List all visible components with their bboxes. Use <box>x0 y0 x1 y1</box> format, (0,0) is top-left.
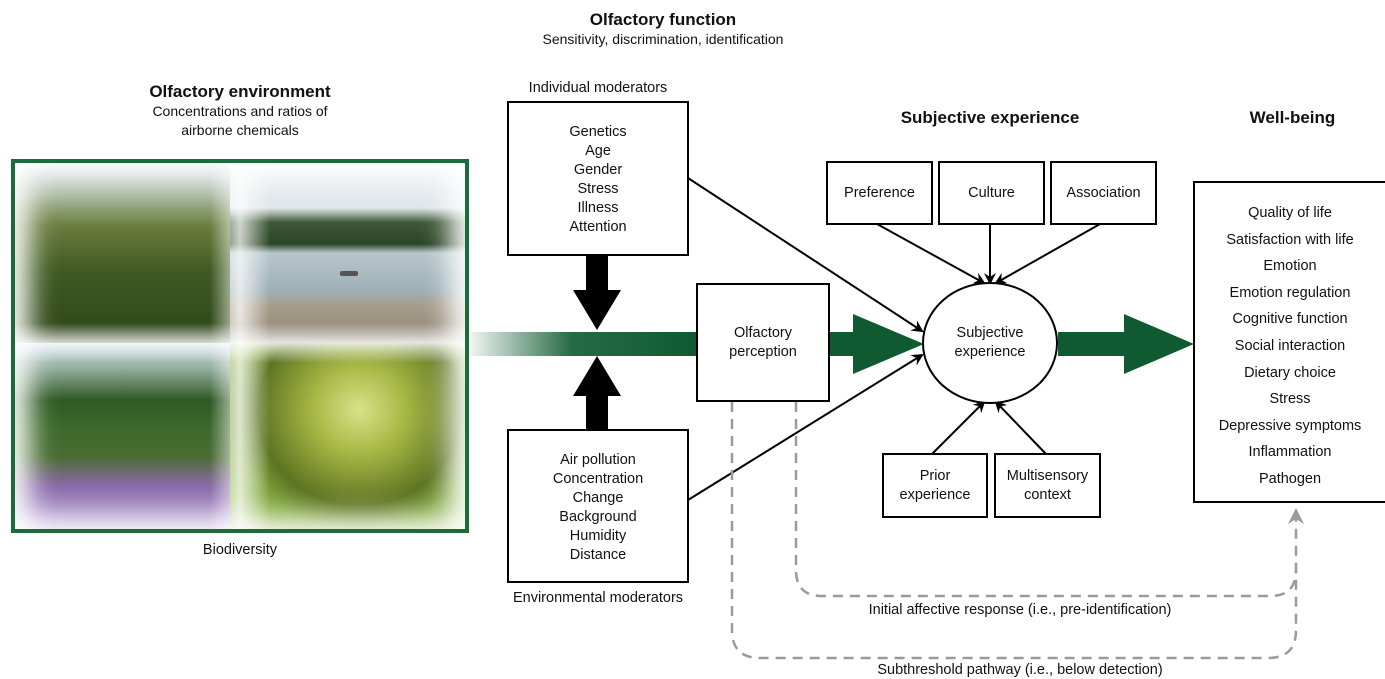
association-box: Association <box>1050 161 1157 225</box>
preference-to-node-line <box>876 223 986 284</box>
multi-line1: Multisensory <box>1006 467 1089 484</box>
preference-box: Preference <box>826 161 933 225</box>
biodiversity-caption: Biodiversity <box>202 542 278 558</box>
initial-affective-label: Initial affective response (i.e., pre-id… <box>868 602 1172 618</box>
environment-to-perception-band <box>469 332 697 356</box>
association-to-node-line <box>994 223 1101 284</box>
list-item: Cognitive function <box>1232 311 1348 328</box>
subjective-experience-node <box>922 282 1058 404</box>
individual-moderators-label: Individual moderators <box>528 80 668 96</box>
list-item: Stress <box>577 181 619 197</box>
prior-line1: Prior <box>919 467 951 484</box>
environmental-moderators-box: Air pollution Concentration Change Backg… <box>507 429 689 583</box>
list-item: Air pollution <box>560 452 636 468</box>
meadow-photo <box>15 343 245 529</box>
wellbeing-list: Quality of life Satisfaction with life E… <box>1195 200 1385 493</box>
environmental-moderators-label: Environmental moderators <box>512 590 684 606</box>
olfactory-perception-box: Olfactory perception <box>696 283 830 402</box>
list-item: Age <box>585 143 611 159</box>
subjective-to-wellbeing-arrow <box>1058 314 1194 374</box>
environment-title: Olfactory environment <box>149 82 331 101</box>
list-item: Social interaction <box>1234 337 1346 354</box>
environment-subtitle-line2: airborne chemicals <box>181 122 299 138</box>
list-item: Quality of life <box>1248 205 1332 221</box>
environmental-moderators-list: Air pollution Concentration Change Backg… <box>509 451 687 565</box>
preference-label: Preference <box>844 184 915 201</box>
list-item: Dietary choice <box>1244 364 1336 381</box>
list-item: Background <box>559 509 637 525</box>
list-item: Attention <box>569 219 627 235</box>
list-item: Humidity <box>569 528 627 544</box>
list-item: Inflammation <box>1248 444 1332 461</box>
subthreshold-pathway <box>730 402 1304 660</box>
association-label: Association <box>1066 184 1141 201</box>
multi-line2: context <box>1024 486 1071 503</box>
wellbeing-box: Quality of life Satisfaction with life E… <box>1193 181 1385 503</box>
environment-header: Olfactory environment Concentrations and… <box>90 82 390 140</box>
subjective-node-label: Subjective experience <box>930 316 1050 370</box>
individual-moderators-list: Genetics Age Gender Stress Illness Atten… <box>509 123 687 237</box>
subjective-node-line1: Subjective <box>956 325 1024 341</box>
landscape-photo-collage <box>11 159 469 533</box>
environmental-moderators-up-arrow <box>573 356 621 430</box>
environment-subtitle-line1: Concentrations and ratios of <box>152 103 328 119</box>
function-title: Olfactory function <box>589 10 737 29</box>
list-item: Depressive symptoms <box>1218 417 1362 434</box>
culture-label: Culture <box>968 184 1015 201</box>
forest-mountain-photo <box>15 163 245 343</box>
subthreshold-label: Subthreshold pathway (i.e., below detect… <box>877 662 1163 678</box>
collage-fade-horizontal <box>15 323 465 363</box>
list-item: Satisfaction with life <box>1226 231 1354 248</box>
environmental-to-subjective-line <box>687 353 924 501</box>
list-item: Pathogen <box>1258 470 1322 487</box>
list-item: Gender <box>573 162 623 178</box>
list-item: Emotion <box>1263 258 1317 275</box>
wellbeing-title: Well-being <box>1249 108 1336 127</box>
collage-fade-edges <box>15 163 465 529</box>
list-item: Emotion regulation <box>1229 284 1351 301</box>
prior-experience-box: Prior experience <box>882 453 988 518</box>
list-item: Genetics <box>569 124 627 140</box>
function-header: Olfactory function Sensitivity, discrimi… <box>463 10 863 49</box>
boat-shape <box>340 271 358 276</box>
list-item: Illness <box>577 200 619 216</box>
subjective-node-line2: experience <box>954 344 1026 360</box>
list-item: Change <box>572 490 624 506</box>
list-item: Distance <box>569 547 627 563</box>
individual-moderators-down-arrow <box>573 256 621 330</box>
multisensory-context-box: Multisensory context <box>994 453 1101 518</box>
list-item: Concentration <box>552 471 644 487</box>
perception-to-subjective-arrow <box>829 314 924 374</box>
prior-line2: experience <box>899 486 971 503</box>
prior-to-node-line <box>931 400 986 455</box>
culture-box: Culture <box>938 161 1045 225</box>
individual-moderators-box: Genetics Age Gender Stress Illness Atten… <box>507 101 689 256</box>
initial-affective-pathway <box>794 402 1298 598</box>
perception-line1: Olfactory <box>733 324 792 341</box>
subjective-experience-title: Subjective experience <box>900 108 1080 127</box>
individual-to-subjective-line <box>687 177 924 333</box>
function-subtitle: Sensitivity, discrimination, identificat… <box>542 31 784 47</box>
list-item: Stress <box>1269 391 1311 408</box>
multisensory-to-node-line <box>994 400 1047 455</box>
perception-line2: perception <box>729 343 797 360</box>
